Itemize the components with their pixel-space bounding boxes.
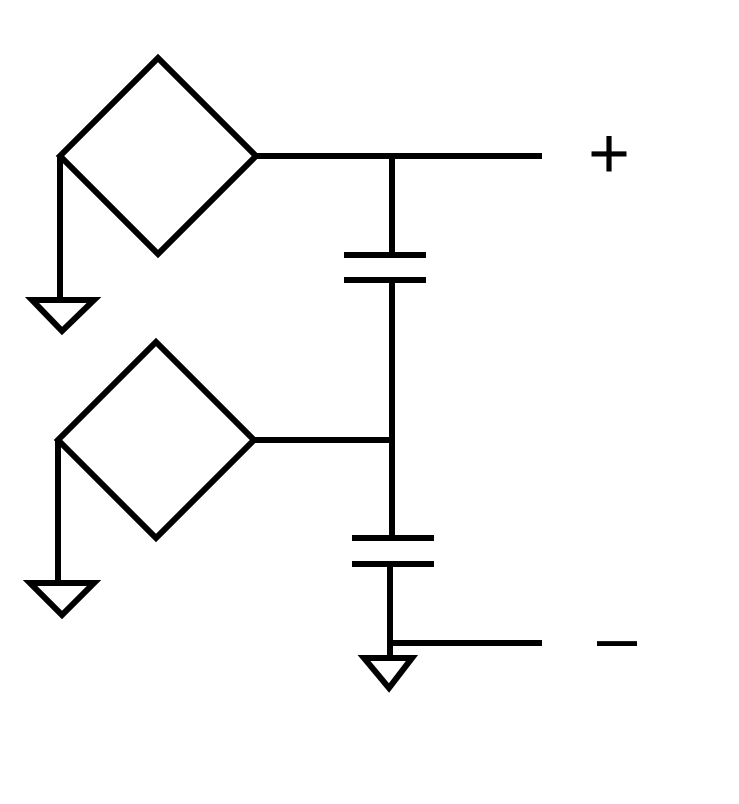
ground-icon-top-left [24,297,102,336]
capacitor-bottom-icon [352,535,434,567]
dependent-source-bottom-icon [53,337,259,543]
dependent-source-top-icon [55,53,261,259]
capacitor-top-icon [344,252,426,283]
ground-icon-bottom-center [357,655,419,693]
positive-terminal-label: + [588,114,630,194]
ground-icon-bottom-left [22,580,102,620]
negative-terminal-label: – [597,598,638,678]
